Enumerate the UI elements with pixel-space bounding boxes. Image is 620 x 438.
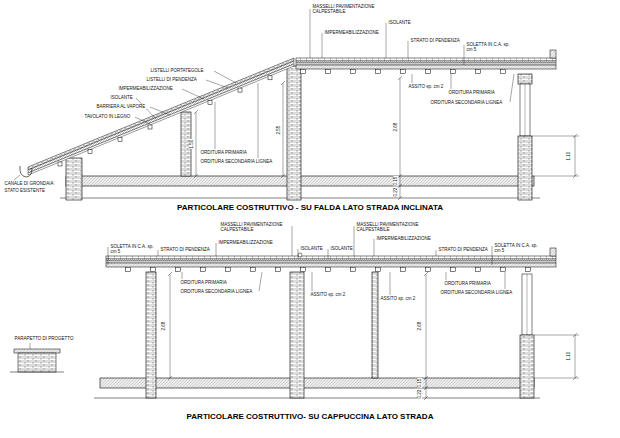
caption: PARTICOLARE COSTRUTTIVO - SU FALDA LATO … [176, 203, 443, 212]
dimension: 1.10 [566, 351, 571, 361]
brick-column [146, 272, 156, 398]
layer-label: SOLETTA IN C.A. sp. cm 5 [466, 42, 513, 52]
concrete-slab [296, 65, 556, 69]
dimension: 2.68 [161, 321, 166, 331]
dimension: 2.55 [276, 125, 281, 135]
insulation-layer [296, 61, 556, 63]
caption: PARTICOLARE COSTRUTTIVO- SU CAPPUCCINA L… [186, 412, 434, 421]
beams [110, 267, 550, 272]
dimension: 0.15 [417, 378, 422, 388]
dimension: 1.10 [566, 151, 571, 161]
dimension: 1.50 [189, 139, 194, 149]
brick-wall [518, 136, 532, 200]
upper-section [20, 50, 556, 200]
timber-boarding [28, 64, 294, 175]
layer-label: ISOLANTE [330, 246, 353, 251]
layer-label: ORDITURA PRIMARIA [444, 281, 491, 286]
note: STATO ESISTENTE [4, 188, 46, 193]
upstand [550, 50, 556, 58]
dimension: 0.15 [393, 176, 398, 186]
layer-label: ASSITO sp. cm 2 [380, 296, 416, 301]
floor-slab [100, 378, 534, 388]
leader-lines [14, 9, 514, 349]
layer-label: IMPERMEABILIZZAZIONE [218, 240, 273, 245]
layer-label: MASSELLI PAVIMENTAZIONE CALPESTABILE [220, 222, 291, 232]
layer-label: SOLETTA IN C.A. sp. cm 5 [110, 244, 157, 254]
layer-label: ISOLANTE [388, 20, 411, 25]
brick-wall [518, 74, 532, 84]
dimension-lines [168, 76, 579, 400]
gutter [20, 166, 32, 177]
layer-label: MASSELLI PAVIMENTAZIONE CALPESTABILE [356, 222, 427, 232]
insulation-layer [28, 61, 294, 173]
layer-label: ASSITO sp. cm 2 [310, 292, 346, 297]
layer-label: ORDITURA SECONDARIA LIGNEA [440, 290, 513, 295]
layer-label: ORDITURA PRIMARIA [180, 280, 227, 285]
layer-label: LISTELLI DI PENDENZA [146, 77, 197, 82]
screed-layer [296, 63, 556, 65]
dimension: 0.22 [393, 187, 398, 197]
layer-label: IMPERMEABILIZZAZIONE [118, 86, 173, 91]
layer-label: IMPERMEABILIZZAZIONE [376, 236, 431, 241]
layer-label: ORDITURA SECONDARIA LIGNEA [430, 100, 503, 105]
layer-label: STRATO DI PENDENZA [438, 247, 488, 252]
brick-wall [520, 335, 534, 398]
brick-wall [372, 272, 378, 378]
roof-tiles [28, 58, 294, 170]
layer-label: TAVOLATO IN LEGNO [84, 114, 131, 119]
window-frame [522, 274, 532, 335]
dimension: 2.68 [393, 122, 398, 132]
parapet [18, 353, 56, 372]
layer-label: ISOLANTE [110, 95, 133, 100]
layer-label: LISTELLI PORTATEGOLE [150, 68, 204, 73]
window-frame [527, 274, 528, 335]
brick-wall [66, 158, 82, 200]
note: PARAPETTO DI PROGETTO [14, 336, 74, 341]
brick-wall [290, 272, 304, 398]
ridge-cap [298, 253, 302, 257]
ground-line [94, 398, 540, 399]
window-frame [525, 84, 526, 136]
layer-label: BARRIERA AL VAPORE [96, 104, 146, 109]
concrete-slab [106, 263, 556, 267]
note: CANALE DI GRONDAIA [4, 181, 54, 186]
beams [300, 69, 525, 74]
ground-line [10, 372, 64, 373]
paving-layer [296, 58, 556, 61]
layer-label: ORDITURA SECONDARIA LIGNEA [200, 159, 273, 164]
dimension: 2.68 [417, 321, 422, 331]
parapet-cap [14, 349, 60, 353]
layer-label: STRATO DI PENDENZA [410, 38, 460, 43]
screed-layer [106, 261, 556, 263]
layer-label: MASSELLI PAVIMENTAZIONE CALPESTABILE [312, 4, 383, 14]
insulation-layer [106, 259, 556, 261]
window-frame [520, 84, 530, 136]
layer-label: STRATO DI PENDENZA [160, 247, 210, 252]
layer-label: ORDITURA PRIMARIA [200, 150, 247, 155]
paving-layer [106, 256, 556, 259]
layer-label: ASSITO sp. cm 2 [408, 84, 444, 89]
layer-label: ORDITURA PRIMARIA [448, 90, 495, 95]
layer-label: ORDITURA SECONDARIA LIGNEA [180, 289, 253, 294]
dimension: 0.22 [417, 389, 422, 399]
brick-wall [287, 66, 301, 200]
upstand [550, 248, 556, 256]
rafters [58, 76, 272, 166]
layer-label: IMPERMEABILIZZAZIONE [324, 30, 379, 35]
lower-section [10, 248, 556, 398]
layer-label: ISOLANTE [300, 246, 323, 251]
layer-label: SOLETTA IN C.A. sp. cm 5 [494, 243, 541, 253]
